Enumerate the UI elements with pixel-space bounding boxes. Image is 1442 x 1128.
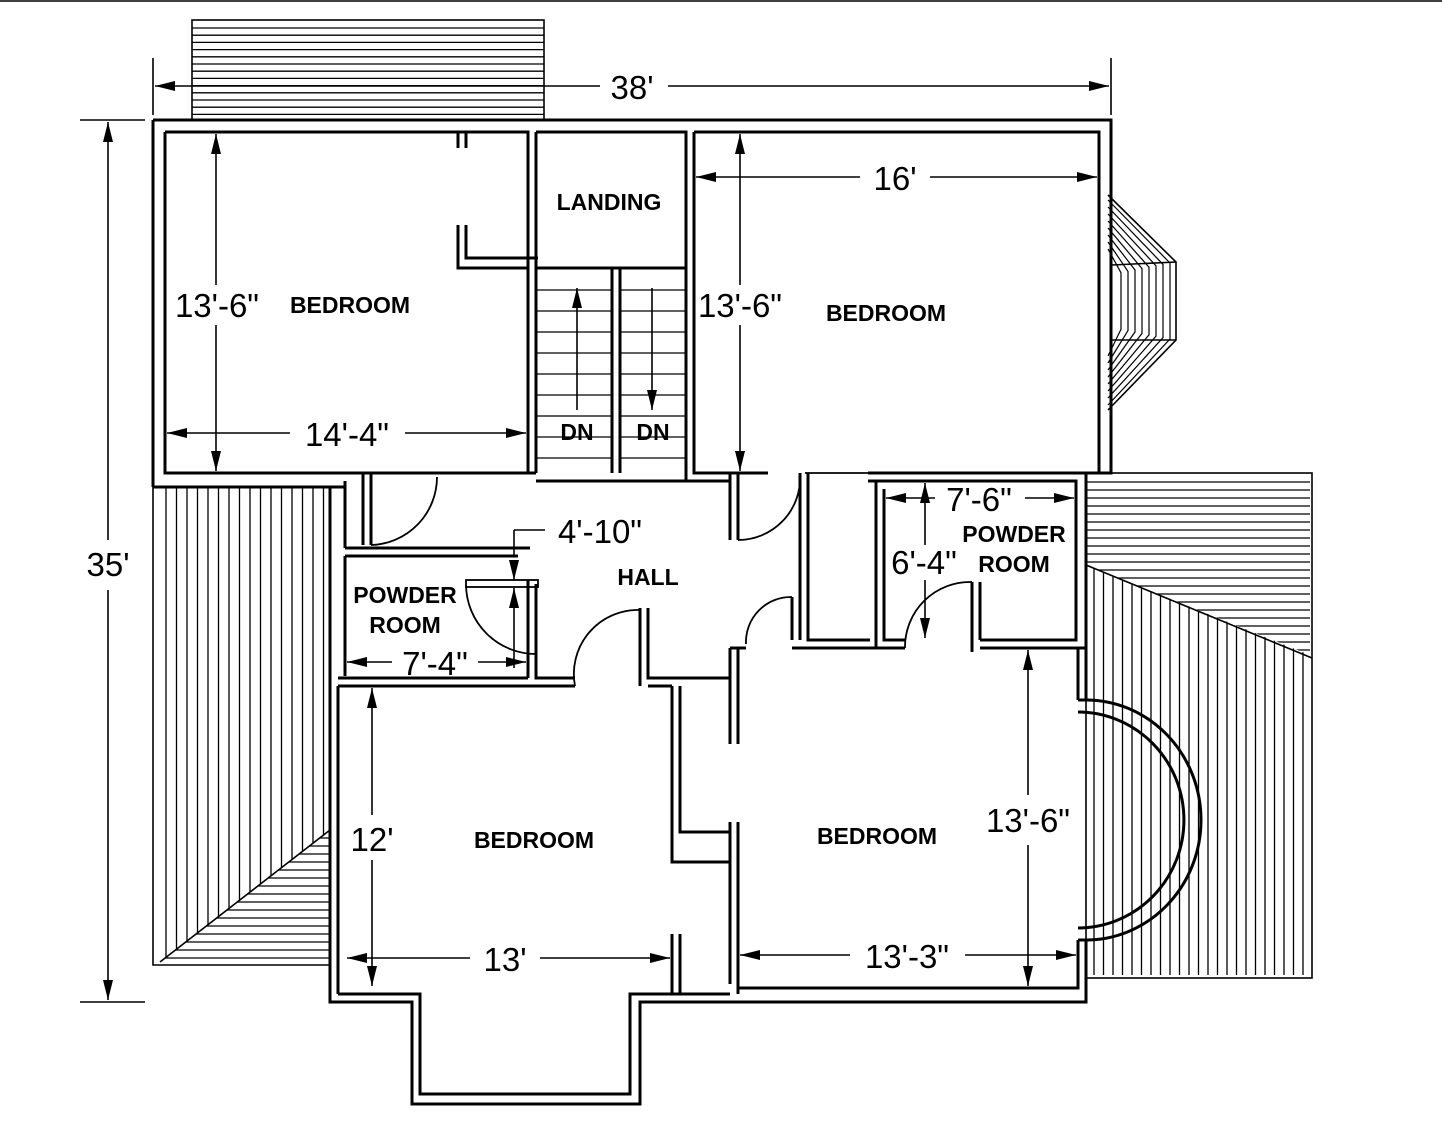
dim-overall-width: 38' bbox=[610, 69, 653, 106]
bay-window-hatch bbox=[1107, 206, 1164, 399]
bay-window-hatch bbox=[1107, 241, 1129, 364]
bay-window-hatch bbox=[1107, 227, 1143, 378]
room-label-landing: LANDING bbox=[557, 189, 662, 215]
north-deck bbox=[191, 19, 545, 121]
bay-window-hatch bbox=[1107, 213, 1157, 392]
bay-window-hatch bbox=[1107, 234, 1136, 371]
dim-hall-offset: 4'-10" bbox=[558, 513, 642, 550]
dimension-lines bbox=[80, 58, 1112, 1003]
bay-window-hatch bbox=[1107, 199, 1171, 406]
east-deck bbox=[1085, 472, 1313, 979]
stair-label-dn-right: DN bbox=[636, 419, 669, 445]
stair-label-dn-left: DN bbox=[560, 419, 593, 445]
dim-ne-height: 13'-6" bbox=[698, 287, 782, 324]
room-label-hall: HALL bbox=[617, 564, 678, 590]
room-label-powder-e-line1: POWDER bbox=[962, 521, 1066, 547]
dim-nw-width: 14'-4" bbox=[305, 416, 389, 453]
bay-window-hatch bbox=[1107, 248, 1122, 357]
room-label-bedroom-nw: BEDROOM bbox=[290, 292, 410, 318]
interior-walls bbox=[153, 268, 1203, 1096]
room-label-bedroom-ne: BEDROOM bbox=[826, 300, 946, 326]
dim-powder-e-width: 7'-6" bbox=[946, 481, 1012, 518]
exterior-walls bbox=[151, 118, 1113, 1106]
dim-powder-w-width: 7'-4" bbox=[402, 645, 468, 682]
dim-sw-height: 12' bbox=[350, 821, 393, 858]
room-label-bedroom-sw: BEDROOM bbox=[474, 827, 594, 853]
room-label-powder-w-line1: POWDER bbox=[353, 582, 457, 608]
bay-window-ne bbox=[1107, 194, 1177, 411]
room-label-powder-w-line2: ROOM bbox=[369, 612, 441, 638]
dim-overall-depth: 35' bbox=[86, 546, 129, 583]
dim-sw-width: 13' bbox=[483, 941, 526, 978]
bay-window-hatch bbox=[1107, 220, 1150, 385]
room-label-bedroom-se: BEDROOM bbox=[817, 823, 937, 849]
dim-powder-e-height: 6'-4" bbox=[891, 544, 957, 581]
dim-se-height: 13'-6" bbox=[986, 802, 1070, 839]
room-label-powder-e-line2: ROOM bbox=[978, 551, 1050, 577]
dim-se-width: 13'-3" bbox=[865, 938, 949, 975]
dim-nw-height: 13'-6" bbox=[175, 287, 259, 324]
stair-treads bbox=[536, 289, 686, 459]
west-deck bbox=[152, 486, 331, 966]
dim-ne-width: 16' bbox=[873, 160, 916, 197]
